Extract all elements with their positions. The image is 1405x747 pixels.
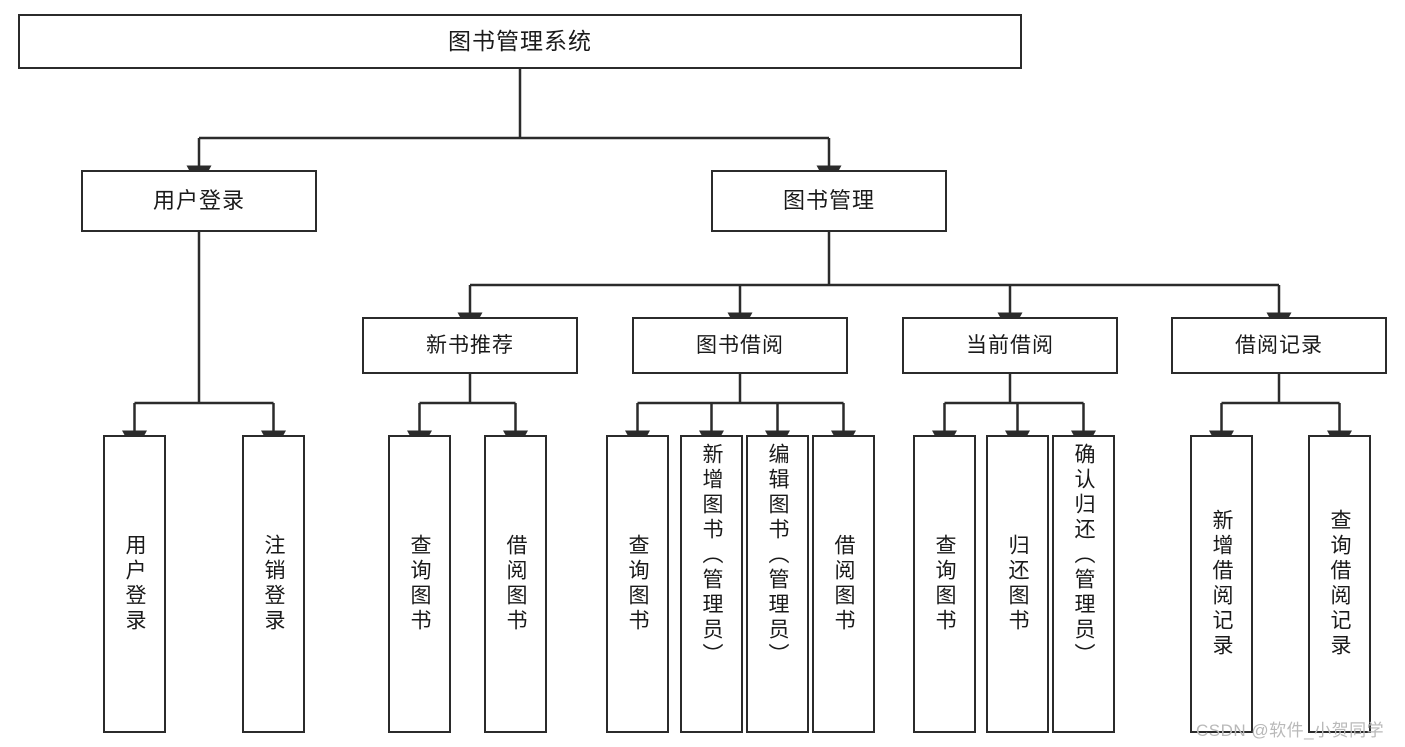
leaf-logout[interactable]: 注销登录: [242, 435, 305, 733]
leaf-borrow-book-recommend[interactable]: 借阅图书: [484, 435, 547, 733]
node-label: 图书借阅: [696, 333, 784, 357]
leaf-add-book-admin[interactable]: 新增图书（管理员）: [680, 435, 743, 733]
leaf-return-book[interactable]: 归还图书: [986, 435, 1049, 733]
leaf-query-book-borrow[interactable]: 查询图书: [606, 435, 669, 733]
node-label: 借阅图书: [832, 534, 855, 634]
node-label: 查询借阅记录: [1328, 509, 1351, 659]
node-book-borrow[interactable]: 图书借阅: [632, 317, 848, 374]
node-user-login[interactable]: 用户登录: [81, 170, 317, 232]
node-label: 借阅记录: [1235, 333, 1323, 357]
leaf-query-borrow-record[interactable]: 查询借阅记录: [1308, 435, 1371, 733]
leaf-query-book-current[interactable]: 查询图书: [913, 435, 976, 733]
node-label: 注销登录: [262, 534, 285, 634]
node-new-book-recommend[interactable]: 新书推荐: [362, 317, 578, 374]
leaf-user-login[interactable]: 用户登录: [103, 435, 166, 733]
node-label: 归还图书: [1006, 534, 1029, 634]
node-label: 新增图书（管理员）: [700, 443, 723, 668]
node-label: 编辑图书（管理员）: [766, 443, 789, 668]
node-borrow-record[interactable]: 借阅记录: [1171, 317, 1387, 374]
node-current-borrow[interactable]: 当前借阅: [902, 317, 1118, 374]
leaf-edit-book-admin[interactable]: 编辑图书（管理员）: [746, 435, 809, 733]
node-label: 图书管理: [782, 187, 875, 213]
node-label: 用户登录: [123, 534, 146, 634]
node-root[interactable]: 图书管理系统: [18, 14, 1022, 69]
leaf-query-book-recommend[interactable]: 查询图书: [388, 435, 451, 733]
node-label: 借阅图书: [504, 534, 527, 634]
node-label: 查询图书: [626, 534, 649, 634]
node-label: 当前借阅: [966, 333, 1054, 357]
node-label: 图书管理系统: [448, 27, 592, 54]
leaf-borrow-book[interactable]: 借阅图书: [812, 435, 875, 733]
node-label: 确认归还（管理员）: [1072, 443, 1095, 668]
leaf-confirm-return-admin[interactable]: 确认归还（管理员）: [1052, 435, 1115, 733]
node-label: 新书推荐: [426, 333, 514, 357]
leaf-add-borrow-record[interactable]: 新增借阅记录: [1190, 435, 1253, 733]
csdn-watermark: CSDN @软件_小贺同学: [1196, 721, 1385, 740]
node-label: 用户登录: [152, 187, 245, 213]
node-label: 查询图书: [933, 534, 956, 634]
node-label: 新增借阅记录: [1210, 509, 1233, 659]
node-label: 查询图书: [408, 534, 431, 634]
node-book-manage[interactable]: 图书管理: [711, 170, 947, 232]
